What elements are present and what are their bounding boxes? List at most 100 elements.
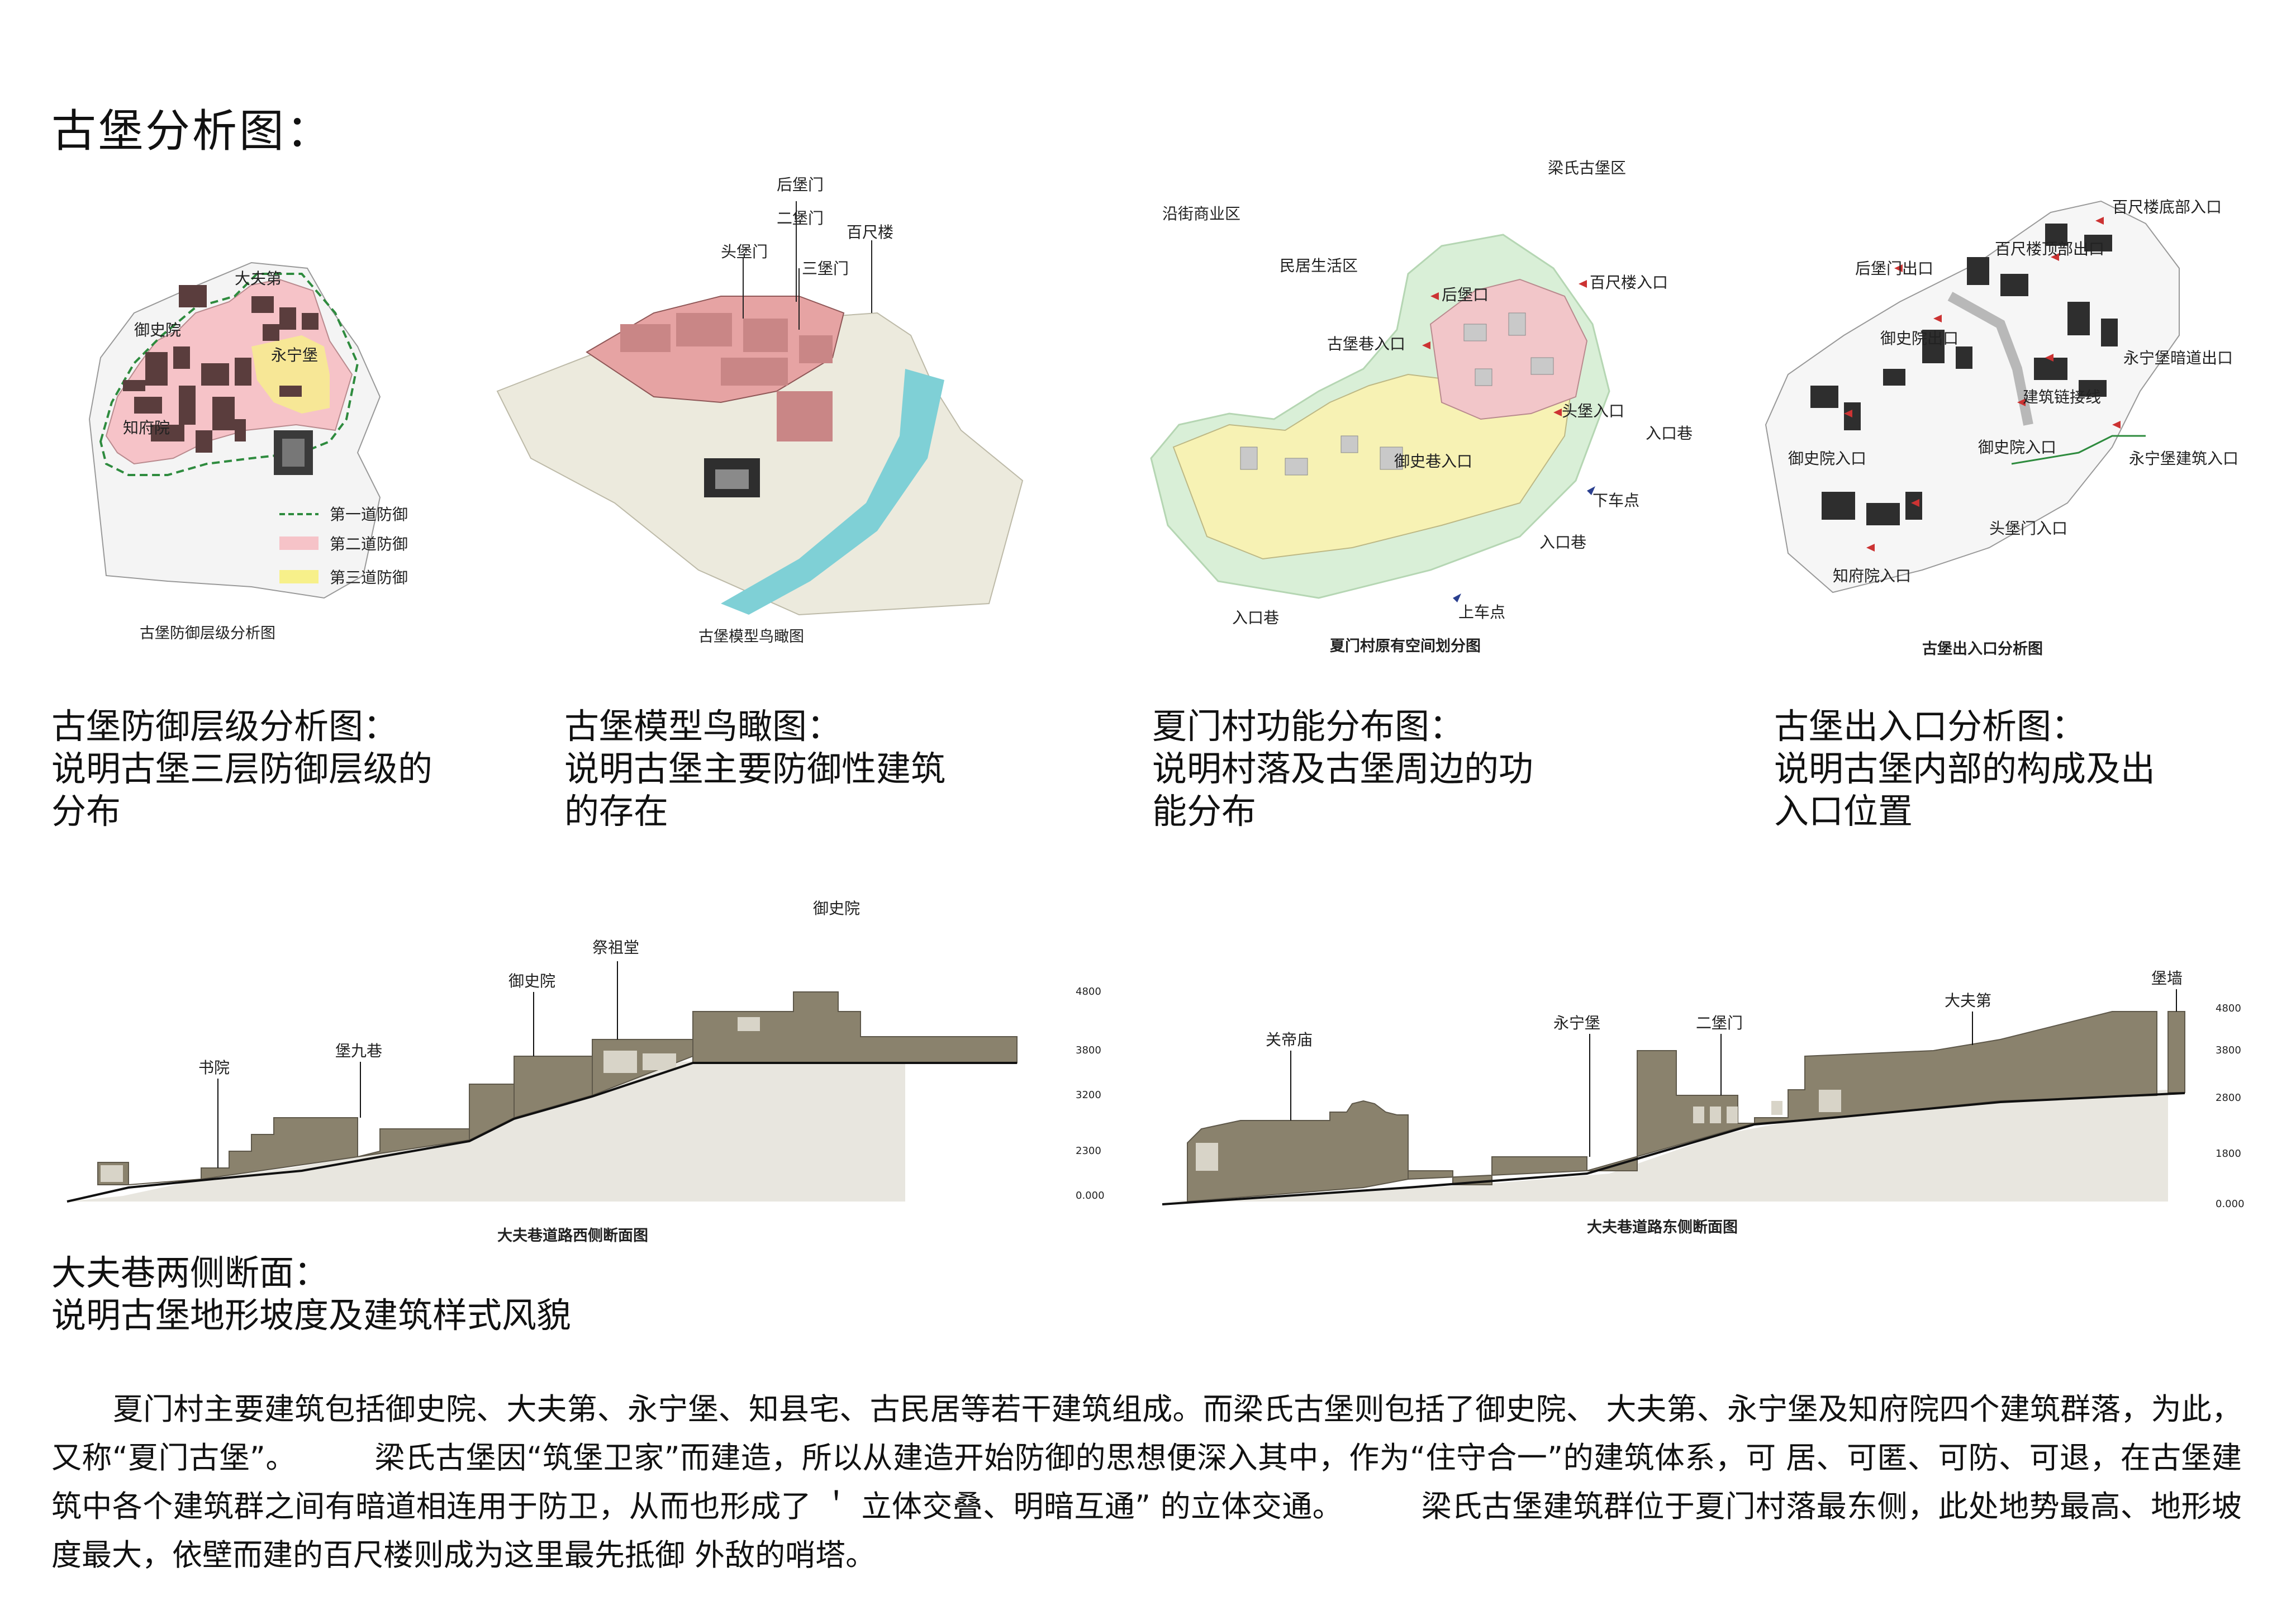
svg-text:3200: 3200: [1076, 1089, 1101, 1101]
label-gubaoxiang-entrance: 古堡巷入口: [1327, 335, 1405, 353]
description-line: 说明村落及古堡周边的功: [1152, 748, 1534, 789]
label-toubaomen: 头堡门: [721, 243, 768, 261]
third-defense-zone: [251, 335, 330, 414]
label-houbaomen-exit: 后堡门出口: [1855, 259, 1933, 278]
label-shuyuan: 书院: [198, 1058, 230, 1077]
paragraph-segment: 梁氏古堡建筑群位于夏门村落最东侧，此处地势最高、地形坡度最大，依壁而建的百尺楼则…: [51, 1489, 2242, 1573]
label-commercial-zone: 沿街商业区: [1162, 205, 1240, 223]
model-aerial-figure: 后堡门 二堡门 头堡门 三堡门 百尺楼 古堡模型鸟瞰图: [486, 168, 1034, 659]
description-line: 入口位置: [1774, 791, 1913, 832]
label-dafudi: 大夫第: [235, 269, 282, 288]
label-yongningbao-entrance: 永宁堡建筑入口: [2129, 449, 2238, 468]
description-line: 的存在: [564, 791, 669, 832]
label-baichilou: 百尺楼: [847, 223, 893, 241]
entrance-exit-figure: 百尺楼底部入口 百尺楼顶部出口 后堡门出口 御史院出口 永宁堡暗道出口 建筑链接…: [1755, 190, 2274, 659]
label-building-link: 建筑链接线: [2023, 388, 2101, 406]
description-line: 能分布: [1152, 791, 1257, 832]
label-baichilou-entrance: 百尺楼入口: [1590, 273, 1668, 292]
label-rukouxiang-east: 入口巷: [1646, 424, 1693, 443]
paragraph-segment: 梁氏古堡因“筑堡卫家”而建造，所以从建造开始防御的思想便深入其中，作为“住守合一…: [51, 1440, 2242, 1524]
label-yongningbao: 永宁堡: [1553, 1014, 1600, 1032]
label-erbaomen: 二堡门: [1696, 1014, 1743, 1032]
figure-caption: 大夫巷道路东侧断面图: [1587, 1218, 1738, 1236]
river: [721, 369, 944, 615]
liang-fortress-zone: [1429, 278, 1588, 420]
svg-text:2800: 2800: [2216, 1092, 2241, 1104]
label-yongningbao: 永宁堡: [271, 346, 318, 364]
first-defense-line: [99, 273, 359, 476]
body-paragraph: 夏门村主要建筑包括御史院、大夫第、永宁堡、知县宅、古民居等若干建筑组成。而梁氏古…: [51, 1385, 2242, 1579]
label-zhifuyuan: 知府院: [123, 419, 170, 437]
svg-text:0.000: 0.000: [2216, 1198, 2245, 1210]
label-yushiyuan-top: 御史院: [813, 899, 860, 918]
east-section-buildings: [1187, 1011, 2185, 1203]
label-toubao-entrance: 头堡入口: [1562, 402, 1624, 420]
label-yongningbao-tunnel: 永宁堡暗道出口: [2123, 349, 2233, 367]
label-baojiuxiang: 堡九巷: [335, 1042, 382, 1060]
label-houbaomen: 后堡门: [777, 175, 824, 194]
legend-swatch-second: [279, 536, 319, 550]
figure-caption: 古堡出入口分析图: [1922, 640, 2043, 658]
label-xiachedian: 下车点: [1593, 491, 1639, 510]
label-yushiyuan-entrance-1: 御史院入口: [1788, 449, 1866, 468]
building-blocks: [123, 285, 319, 453]
label-rukouxiang-south: 入口巷: [1539, 533, 1586, 552]
figure-caption: 古堡模型鸟瞰图: [698, 628, 804, 645]
label-guandimiao: 关帝庙: [1266, 1031, 1313, 1049]
legend-label-first: 第一道防御: [330, 505, 408, 524]
figure-caption: 古堡防御层级分析图: [140, 625, 275, 642]
label-baoqiang: 堡墙: [2151, 969, 2183, 987]
description-line: 古堡出入口分析图：: [1774, 706, 2086, 747]
building-link-corridor: [1947, 292, 2033, 426]
label-residential-zone: 民居生活区: [1280, 257, 1358, 275]
description-line: 说明古堡主要防御性建筑: [564, 748, 946, 789]
legend-swatch-third: [279, 570, 319, 583]
legend-label-second: 第二道防御: [330, 535, 408, 553]
label-sanbaomen: 三堡门: [802, 259, 849, 278]
fortress-building-blocks: [1810, 224, 2118, 525]
west-section-figure: 御史院 祭祖堂 御史院 书院 堡九巷 4800 3800 3200 2300 0…: [66, 889, 1118, 1246]
figure-caption: 大夫巷道路西侧断面图: [497, 1227, 648, 1245]
description-defense: 古堡防御层级分析图： 说明古堡三层防御层级的 分布: [51, 705, 432, 833]
description-line: 夏门村功能分布图：: [1152, 706, 1465, 747]
figure-caption: 夏门村原有空间划分图: [1330, 637, 1481, 655]
svg-text:0.000: 0.000: [1076, 1190, 1105, 1202]
page-title: 古堡分析图：: [51, 105, 333, 157]
label-erbaomen: 二堡门: [777, 209, 824, 227]
defense-legend: 第一道防御 第二道防御 第三道防御: [279, 505, 408, 587]
svg-text:4800: 4800: [1076, 986, 1101, 998]
label-yushixiang-entrance: 御史巷入口: [1394, 452, 1472, 471]
label-yushiyuan: 御史院: [134, 321, 181, 339]
west-elevation-marks: 4800 3800 3200 2300 0.000: [1076, 986, 1105, 1202]
svg-text:1800: 1800: [2216, 1148, 2241, 1160]
description-sections: 大夫巷两侧断面： 说明古堡地形坡度及建筑样式风貌: [51, 1252, 571, 1337]
label-yushiyuan-exit: 御史院出口: [1880, 329, 1959, 348]
defense-level-figure: 大夫第 御史院 永宁堡 知府院 第一道防御 第二道防御 第三道防御 古堡防御层级…: [67, 218, 458, 654]
label-shangchedian: 上车点: [1458, 603, 1505, 621]
east-elevation-marks: 4800 3800 2800 1800 0.000: [2216, 1003, 2245, 1210]
paragraph-segment: 夏门村主要建筑包括御史院、大夫第、永宁堡、知县宅、古民居等若干建筑组成。而梁氏古…: [51, 1392, 2242, 1475]
description-line: 说明古堡三层防御层级的: [51, 748, 433, 789]
description-line: 说明古堡内部的构成及出: [1774, 748, 2156, 789]
label-yushiyuan-entrance-2: 御史院入口: [1978, 438, 2056, 457]
label-baichilou-top: 百尺楼顶部出口: [1995, 240, 2104, 258]
tunnel-route: [2011, 435, 2146, 465]
village-function-figure: 梁氏古堡区 沿街商业区 民居生活区 后堡口 百尺楼入口 古堡巷入口 头堡入口 入…: [1118, 156, 1704, 659]
description-model: 古堡模型鸟瞰图： 说明古堡主要防御性建筑 的存在: [564, 705, 945, 833]
svg-text:2300: 2300: [1076, 1145, 1101, 1157]
label-houbaokou: 后堡口: [1442, 286, 1489, 304]
label-yushiyuan: 御史院: [508, 972, 555, 990]
label-dafudi: 大夫第: [1945, 991, 1991, 1010]
label-zhifuyuan-entrance: 知府院入口: [1833, 567, 1911, 585]
west-ground-line: [66, 1062, 1017, 1203]
svg-text:4800: 4800: [2216, 1003, 2241, 1014]
description-line: 古堡防御层级分析图：: [51, 706, 398, 747]
label-liangshi-zone: 梁氏古堡区: [1548, 159, 1626, 177]
description-line: 分布: [51, 791, 121, 832]
label-rukouxiang-west: 入口巷: [1232, 609, 1279, 627]
east-section-figure: 关帝庙 永宁堡 二堡门 大夫第 堡墙 4800 3800 2800 1800 0…: [1162, 950, 2257, 1241]
description-function: 夏门村功能分布图： 说明村落及古堡周边的功 能分布: [1152, 705, 1533, 833]
label-toubaomen-entrance: 头堡门入口: [1989, 519, 2067, 538]
label-baichilou-bottom: 百尺楼底部入口: [2112, 198, 2222, 216]
svg-text:3800: 3800: [2216, 1044, 2241, 1056]
